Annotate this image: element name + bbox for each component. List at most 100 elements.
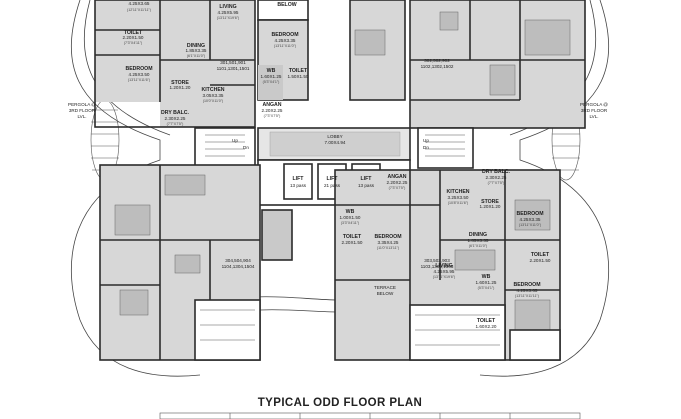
br-wb2-dims: 1.60X1.25 [476,280,497,285]
lift-1-capacity: 13 pass [290,183,307,188]
core-area [194,127,474,206]
br-flat-no-2: 1103,1303,1503 [421,264,454,269]
tl-angan-dims: 2.20X2.25 [262,108,283,113]
tl-store-name: STORE [171,80,189,86]
tl-wb-sub: (5'3"X4'1") [263,80,280,84]
tl-dining-sub: (6'1"X11'0") [187,54,205,58]
br-bedroom2-name: BEDROOM [374,234,401,240]
br-wb2-name: WB [482,274,491,280]
tl-kitchen-dims: 3.05X3.35 [203,93,224,98]
tl-bedroom-sub: (13'11"X11'6") [128,78,150,82]
br-bedroom2-dims: 3.35X4.25 [378,240,399,245]
br-bedroom3-sub: (13'11"X11'11") [515,294,539,298]
lift-2-capacity: 21 pass [324,183,341,188]
tl-store-dims: 1.20X1.20 [170,85,191,90]
br-living-sub: (13'11"X19'6") [433,275,455,279]
dn-right: Dn [423,145,429,150]
tl-toilet2-name: TOILET [289,68,308,74]
tl-living2-dims: 4.25X5.95 [218,10,239,15]
tl-bedroom-dims: 4.25X3.50 [129,72,150,77]
lobby-name: LOBBY [327,134,342,139]
tl-kitchen-name: KITCHEN [201,87,224,93]
up-left: Up [232,138,238,143]
tl-bedtop-sub: (13'11"X11'0") [274,44,296,48]
br-flat-no-1: 303,503,903 [424,258,450,263]
br-bedroom2-sub: (11'0"X13'11") [377,246,399,250]
br-store-name: STORE [481,199,499,205]
tl-bedroom-name: BEDROOM [125,66,152,72]
tl-toilet-dims: 2.20X1.50 [123,35,144,40]
tl-bedtop-name: BEDROOM [271,32,298,38]
title-block [159,412,581,419]
br-wb-name: WB [346,209,355,215]
pergola-left-line2: 3RD FLOOR [69,108,96,113]
br-wb2-sub: (5'3"X4'1") [478,286,495,290]
pergola-left-line1: PERGOLA @ [68,102,96,107]
tl-living2-name: LIVING [219,4,236,10]
br-dry-sub: (7'7"X7'5") [488,181,505,185]
br-angan-dims: 2.20X2.25 [387,180,408,185]
br-dry-name: DRY BALC. [482,169,511,175]
br-dining-sub: (6'1"X11'0") [469,244,487,248]
tr-flat-no-2: 1102,1302,1502 [421,64,454,69]
br-toilet-name: TOILET [343,234,362,240]
br-kitchen-name: KITCHEN [446,189,469,195]
pergola-left-line3: LVL. [77,114,86,119]
br-toilet3-dims: 1.60X2.20 [476,324,497,329]
br-toilet-dims: 2.20X1.50 [342,240,363,245]
tl-flat-no-2: 1101,1301,1501 [217,66,250,71]
flat-bottom-left [99,164,293,361]
br-angan-sub: (7'3"X7'5") [389,186,406,190]
lift-1-label: LIFT [293,176,305,182]
flat-top-left [94,0,309,128]
br-toilet3-name: TOILET [477,318,496,324]
tl-toilet-name: TOILET [124,30,143,36]
br-bedroom-sub: (13'11"X11'0") [519,223,541,227]
pergola-right-line3: LVL. [589,114,598,119]
lift-3-capacity: 13 pass [358,183,375,188]
pergola-right-line2: 3RD FLOOR [581,108,608,113]
br-bedroom3-name: BEDROOM [513,282,540,288]
br-living-dims: 4.25X5.95 [434,269,455,274]
lift-2-label: LIFT [327,176,339,182]
tr-flat-no-1: 302,502,902 [424,58,450,63]
dn-left: Dn [243,145,249,150]
tl-bedtop-dims: 4.25X3.35 [275,38,296,43]
br-toilet2-name: TOILET [531,252,550,258]
plan-title: TYPICAL ODD FLOOR PLAN [258,397,422,409]
tl-dry-dims: 2.30X2.25 [165,116,186,121]
tl-toilet-sub: (7'3"X4'11") [124,41,142,45]
tl-wb-dims: 1.60X1.25 [261,74,282,79]
br-living-name: LIVING [435,263,452,269]
tl-angan-name: ANGAN [262,102,281,108]
br-angan-name: ANGAN [387,174,406,180]
tl-dry-name: DRY BALC. [161,110,190,116]
tl-dining-dims: 1.85X3.35 [186,48,207,53]
flat-bottom-right [334,169,561,361]
lobby-dims: 7.00X4.94 [325,140,346,145]
br-store-dims: 1.20X1.20 [480,204,501,209]
tl-wb-name: WB [267,68,276,74]
br-bedroom3-dims: 4.25X3.65 [517,288,538,293]
br-terrace-name: TERRACE [374,285,396,290]
tl-dining-name: DINING [187,43,205,49]
br-dining-name: DINING [469,232,487,238]
br-bedroom-name: BEDROOM [516,211,543,217]
tl-living2-sub: (13'11"X19'6") [217,16,239,20]
tl-living-sub: (12'11"X11'11") [127,8,151,12]
br-kitchen-sub: (10'8"X11'6") [448,201,468,205]
flat-top-right [349,0,586,129]
tl-living-dims: 4.25X3.65 [129,1,150,6]
bl-flat-no-1: 304,504,904 [225,258,251,263]
br-bedroom-dims: 4.25X3.35 [520,217,541,222]
br-terrace-sub: BELOW [377,291,394,296]
lift-3-label: LIFT [361,176,373,182]
tl-toilet2-dims: 1.50X1.50 [288,74,309,79]
br-dining-dims: 1.85X3.35 [468,238,489,243]
tl-below: BELOW [277,2,296,8]
tl-kitchen-sub: (10'0"X11'0") [203,99,223,103]
pergola-right-line1: PERGOLA @ [580,102,608,107]
br-kitchen-dims: 3.25X3.50 [448,195,469,200]
tl-angan-sub: (7'3"X7'5") [264,114,281,118]
